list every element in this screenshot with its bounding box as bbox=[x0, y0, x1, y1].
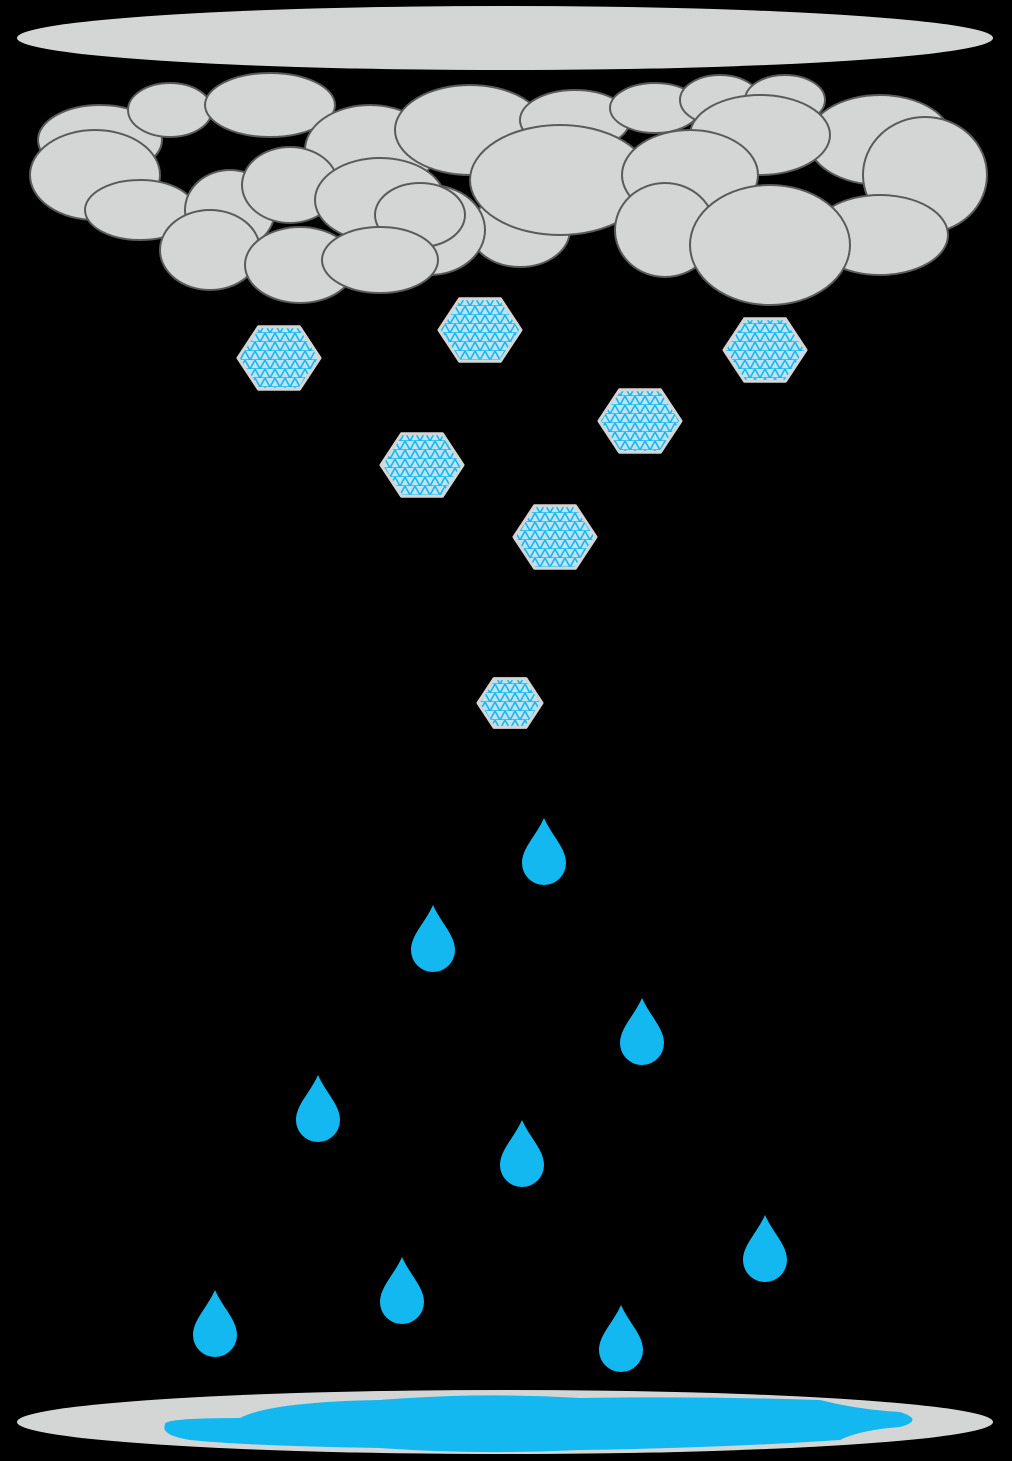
raindrop-icon bbox=[193, 1290, 237, 1357]
snowflake-icon bbox=[512, 504, 598, 570]
snowflake-icon bbox=[476, 677, 544, 729]
snowflake-icon bbox=[722, 317, 808, 383]
puddle-icon bbox=[17, 1390, 993, 1454]
sky-disc bbox=[17, 6, 993, 70]
snowflakes bbox=[236, 297, 808, 729]
snowflake-icon bbox=[597, 388, 683, 454]
raindrops bbox=[193, 818, 787, 1372]
raindrop-icon bbox=[599, 1305, 643, 1372]
raindrop-icon bbox=[296, 1075, 340, 1142]
snowflake-icon bbox=[379, 432, 465, 498]
raindrop-icon bbox=[620, 998, 664, 1065]
raindrop-icon bbox=[380, 1257, 424, 1324]
raindrop-icon bbox=[411, 905, 455, 972]
raindrop-icon bbox=[522, 818, 566, 885]
raindrop-icon bbox=[743, 1215, 787, 1282]
cloud-icon bbox=[29, 72, 988, 306]
raindrop-icon bbox=[500, 1120, 544, 1187]
snowflake-icon bbox=[437, 297, 523, 363]
snowflake-icon bbox=[236, 325, 322, 391]
